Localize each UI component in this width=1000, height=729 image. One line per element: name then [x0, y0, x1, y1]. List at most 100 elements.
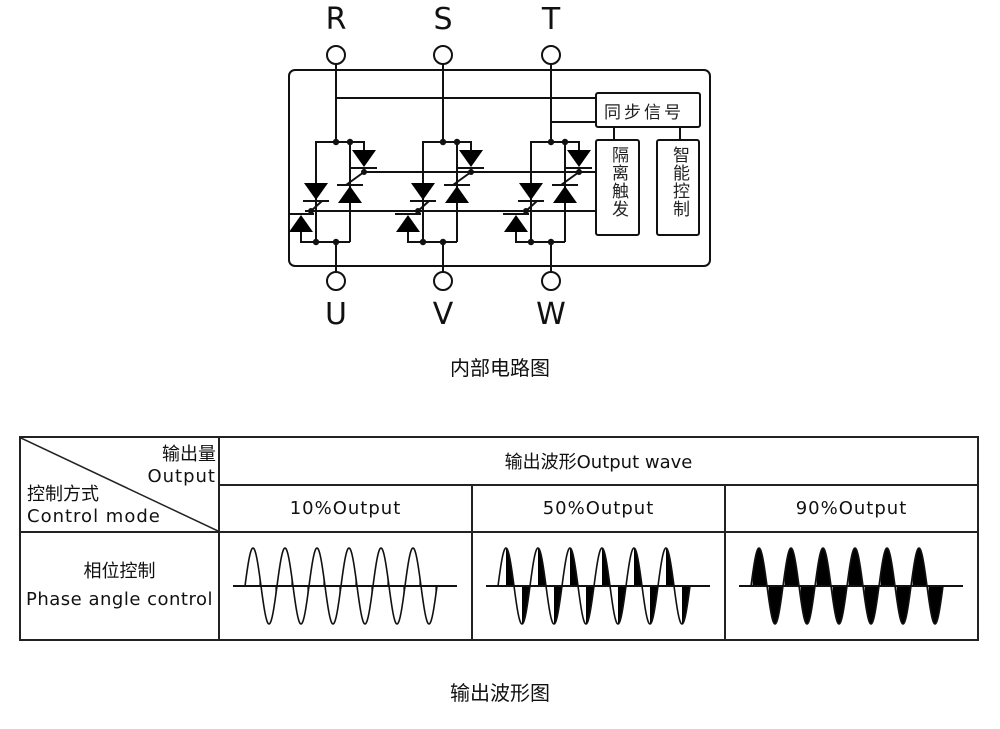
conduction-area [896, 586, 911, 624]
column-header-90: 90%Output [724, 484, 979, 533]
thyristor-icon [338, 186, 362, 203]
column-header-50: 50%Output [471, 484, 726, 533]
terminal-label-t: T [541, 2, 561, 37]
conduction-area [880, 548, 895, 586]
waveform-90 [738, 547, 963, 625]
row-label-phase-angle: 相位控制 Phase angle control [19, 531, 220, 641]
sine-half-wave [672, 585, 691, 625]
sine-half-wave [528, 547, 547, 587]
sine-half-wave [624, 547, 643, 587]
waveform-50 [485, 547, 710, 625]
corner-diagonal-line [21, 438, 218, 531]
thyristor-icon [504, 215, 528, 232]
wave-cell-90 [724, 531, 979, 641]
phase-control-cn: 相位控制 [83, 561, 156, 582]
wave-cell-10 [218, 531, 473, 641]
sine-half-wave [307, 547, 326, 587]
thyristor-icon [459, 150, 483, 167]
thyristor-icon [567, 150, 591, 167]
junction-dot [527, 238, 535, 246]
sine-half-wave [845, 547, 864, 587]
terminal-t [541, 45, 561, 65]
sine-half-wave [656, 547, 675, 587]
terminal-label-w: W [536, 297, 566, 332]
conduction-area [832, 586, 847, 624]
thyristor-icon [352, 150, 376, 167]
output-quantity-cn: 输出量 [162, 444, 216, 465]
thyristor-icon [411, 183, 435, 200]
junction-dot [312, 238, 320, 246]
internal-circuit-diagram [288, 45, 711, 291]
sine-half-wave [781, 547, 800, 587]
junction-dot [346, 138, 354, 146]
sine-half-wave [560, 547, 579, 587]
column-header-10: 10%Output [218, 484, 473, 533]
gate-dot [415, 208, 421, 214]
sync-signal-label: 同步信号 [604, 103, 684, 123]
phase-group-r [288, 138, 377, 246]
conduction-area [784, 548, 799, 586]
conduction-area [928, 586, 943, 624]
sine-half-wave [419, 585, 438, 625]
thyristor-icon [519, 183, 543, 200]
terminal-label-u: U [325, 297, 347, 332]
sine-half-wave [749, 547, 768, 587]
sine-half-wave [339, 547, 358, 587]
terminal-r [326, 45, 346, 65]
sine-half-wave [259, 585, 278, 625]
corner-top-label: 输出量 Output [147, 444, 216, 488]
sine-half-wave [829, 585, 848, 625]
module-enclosure [288, 69, 711, 267]
junction-dot [453, 138, 461, 146]
sine-half-wave [877, 547, 896, 587]
output-wave-table: 输出量 Output 控制方式 Control mode 输出波形Output … [19, 436, 979, 641]
sine-half-wave [355, 585, 374, 625]
junction-dot [561, 138, 569, 146]
sine-half-wave [893, 585, 912, 625]
conduction-area [816, 548, 831, 586]
phase-group-s [395, 138, 484, 246]
thyristor-icon [445, 186, 469, 203]
sine-half-wave [592, 547, 611, 587]
sine-half-wave [925, 585, 944, 625]
thyristor-icon [289, 215, 313, 232]
sine-half-wave [403, 547, 422, 587]
isolation-trigger-label: 隔离触发 [608, 146, 628, 218]
sine-half-wave [275, 547, 294, 587]
sine-half-wave [813, 547, 832, 587]
terminal-w [541, 271, 561, 291]
sine-half-wave [496, 547, 515, 587]
sine-half-wave [797, 585, 816, 625]
junction-dot [439, 238, 447, 246]
conduction-area [768, 586, 783, 624]
conduction-area [848, 548, 863, 586]
sync-signal-block [595, 92, 701, 128]
junction-dot [547, 138, 555, 146]
sine-half-wave [861, 585, 880, 625]
control-mode-cn: 控制方式 [27, 484, 99, 505]
phase-group-t [503, 138, 592, 246]
isolation-trigger-block [595, 139, 640, 236]
junction-dot [332, 138, 340, 146]
sine-half-wave [576, 585, 595, 625]
control-mode-en: Control mode [27, 506, 161, 527]
junction-dot [332, 238, 340, 246]
junction-dot [547, 238, 555, 246]
corner-header-cell: 输出量 Output 控制方式 Control mode [19, 436, 220, 533]
junction-dot [419, 238, 427, 246]
smart-control-label: 智能控制 [669, 146, 689, 218]
sine-half-wave [371, 547, 390, 587]
sine-half-wave [909, 547, 928, 587]
output-wave-header: 输出波形Output wave [218, 436, 979, 486]
wave-caption: 输出波形图 [450, 681, 550, 705]
sine-half-wave [640, 585, 659, 625]
phase-control-en: Phase angle control [25, 589, 214, 610]
sine-half-wave [544, 585, 563, 625]
junction-dot [439, 138, 447, 146]
sine-half-wave [608, 585, 627, 625]
thyristor-icon [304, 183, 328, 200]
gate-dot [308, 208, 314, 214]
sine-half-wave [387, 585, 406, 625]
conduction-area [752, 548, 767, 586]
sine-half-wave [765, 585, 784, 625]
